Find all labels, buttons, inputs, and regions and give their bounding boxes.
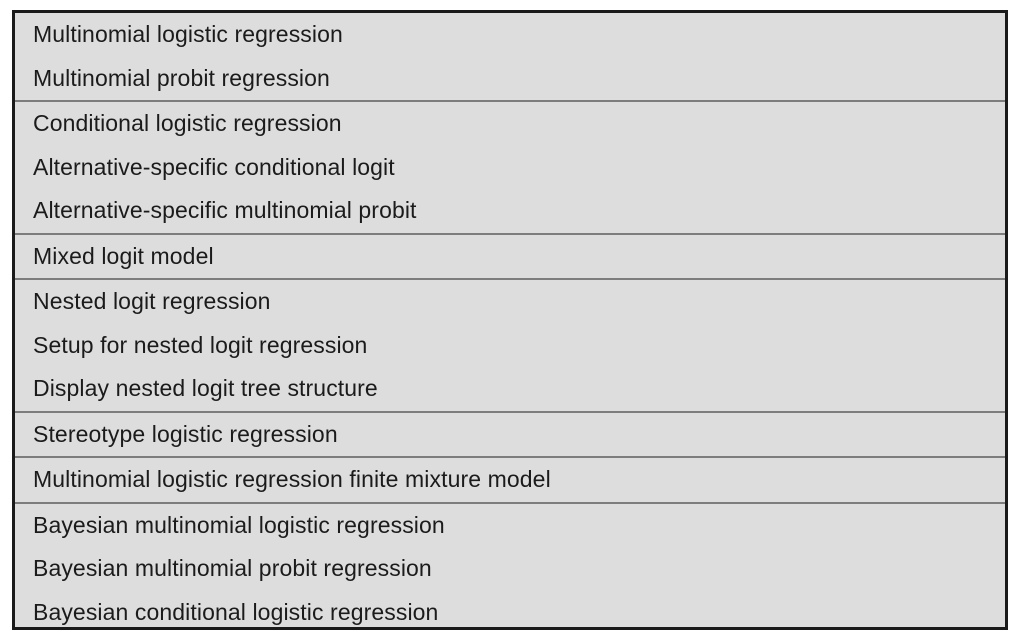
multinomial-models-menu-panel: Multinomial logistic regression Multinom… — [12, 10, 1008, 630]
menu-item-bayesian-conditional-logistic-regression[interactable]: Bayesian conditional logistic regression — [33, 598, 439, 625]
menu-item-setup-for-nested-logit-regression[interactable]: Setup for nested logit regression — [33, 331, 368, 358]
menu-item-stereotype-logistic-regression[interactable]: Stereotype logistic regression — [33, 420, 338, 447]
menu-group-bayesian: Bayesian multinomial logistic regression… — [15, 501, 1005, 627]
menu-group-mixed-logit: Mixed logit model — [15, 232, 1005, 278]
menu-item-alternative-specific-multinomial-probit[interactable]: Alternative-specific multinomial probit — [33, 197, 417, 224]
menu-item-display-nested-logit-tree-structure[interactable]: Display nested logit tree structure — [33, 375, 378, 402]
menu-item-conditional-logistic-regression[interactable]: Conditional logistic regression — [33, 110, 342, 137]
menu-group-multinomial-basic: Multinomial logistic regression Multinom… — [15, 13, 1005, 100]
menu-item-mixed-logit-model[interactable]: Mixed logit model — [33, 242, 214, 269]
menu-group-stereotype: Stereotype logistic regression — [15, 410, 1005, 456]
menu-item-multinomial-logistic-regression-finite-mixture-model[interactable]: Multinomial logistic regression finite m… — [33, 466, 551, 493]
menu-item-multinomial-probit-regression[interactable]: Multinomial probit regression — [33, 64, 330, 91]
menu-group-conditional-alternative-specific: Conditional logistic regression Alternat… — [15, 100, 1005, 233]
menu-item-bayesian-multinomial-probit-regression[interactable]: Bayesian multinomial probit regression — [33, 555, 432, 582]
menu-item-alternative-specific-conditional-logit[interactable]: Alternative-specific conditional logit — [33, 153, 395, 180]
menu-item-multinomial-logistic-regression[interactable]: Multinomial logistic regression — [33, 21, 343, 48]
menu-group-finite-mixture: Multinomial logistic regression finite m… — [15, 456, 1005, 502]
menu-item-bayesian-multinomial-logistic-regression[interactable]: Bayesian multinomial logistic regression — [33, 511, 445, 538]
menu-group-nested-logit: Nested logit regression Setup for nested… — [15, 278, 1005, 411]
menu-item-nested-logit-regression[interactable]: Nested logit regression — [33, 288, 271, 315]
